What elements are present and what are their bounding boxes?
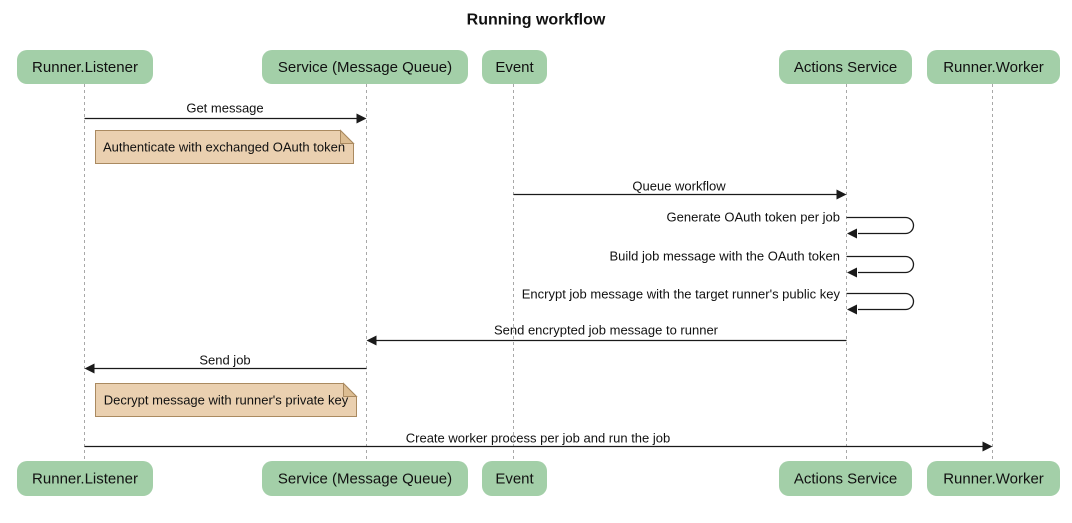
message-label-send-encrypted: Send encrypted job message to runner [494, 323, 719, 338]
actor-box-event-top [482, 50, 547, 84]
arrowhead-left-icon [847, 267, 857, 278]
arrowhead-left-icon [847, 304, 857, 315]
self-loop-encrypt-job-message [846, 292, 915, 311]
actor-label-service-message-queue-bottom: Service (Message Queue) [278, 471, 452, 488]
note-authenticate [95, 130, 354, 164]
note-decrypt [95, 383, 357, 417]
actor-label-runner-worker-bottom: Runner.Worker [943, 471, 1044, 488]
actor-label-service-message-queue-top: Service (Message Queue) [278, 59, 452, 76]
diagram-title: Running workflow [467, 12, 606, 29]
note-label-decrypt: Decrypt message with runner's private ke… [104, 393, 349, 408]
message-label-get-message: Get message [186, 101, 263, 116]
message-label-generate-oauth: Generate OAuth token per job [667, 210, 840, 225]
arrowhead-right-icon [836, 189, 847, 200]
self-loop-build-job-message [846, 255, 915, 274]
actor-box-actions-service-bottom [779, 461, 912, 496]
message-label-encrypt-job-message: Encrypt job message with the target runn… [522, 287, 841, 302]
actor-box-service-message-queue-bottom [262, 461, 468, 496]
actor-box-event-bottom [482, 461, 547, 496]
actor-box-runner-listener-top [17, 50, 153, 84]
actor-label-runner-worker-top: Runner.Worker [943, 59, 1044, 76]
message-label-create-worker: Create worker process per job and run th… [406, 431, 670, 446]
actor-label-event-bottom: Event [495, 471, 534, 488]
note-fold-icon [340, 129, 355, 144]
actor-box-runner-listener-bottom [17, 461, 153, 496]
note-label-authenticate: Authenticate with exchanged OAuth token [103, 140, 345, 155]
message-label-queue-workflow: Queue workflow [632, 179, 726, 194]
actor-box-runner-worker-top [927, 50, 1060, 84]
arrowhead-left-icon [847, 228, 857, 239]
actor-label-runner-listener-top: Runner.Listener [32, 59, 138, 76]
arrowhead-left-icon [84, 363, 95, 374]
actor-box-runner-worker-bottom [927, 461, 1060, 496]
message-label-send-job: Send job [199, 353, 250, 368]
actor-box-service-message-queue-top [262, 50, 468, 84]
actor-label-actions-service-top: Actions Service [794, 59, 897, 76]
arrowhead-right-icon [982, 441, 993, 452]
actor-label-runner-listener-bottom: Runner.Listener [32, 471, 138, 488]
actor-label-actions-service-bottom: Actions Service [794, 471, 897, 488]
arrowhead-left-icon [366, 335, 377, 346]
actor-box-actions-service-top [779, 50, 912, 84]
message-label-build-job-message: Build job message with the OAuth token [609, 249, 840, 264]
note-fold-icon [343, 382, 358, 397]
actor-label-event-top: Event [495, 59, 534, 76]
arrowhead-right-icon [356, 113, 367, 124]
self-loop-generate-oauth [846, 216, 915, 235]
